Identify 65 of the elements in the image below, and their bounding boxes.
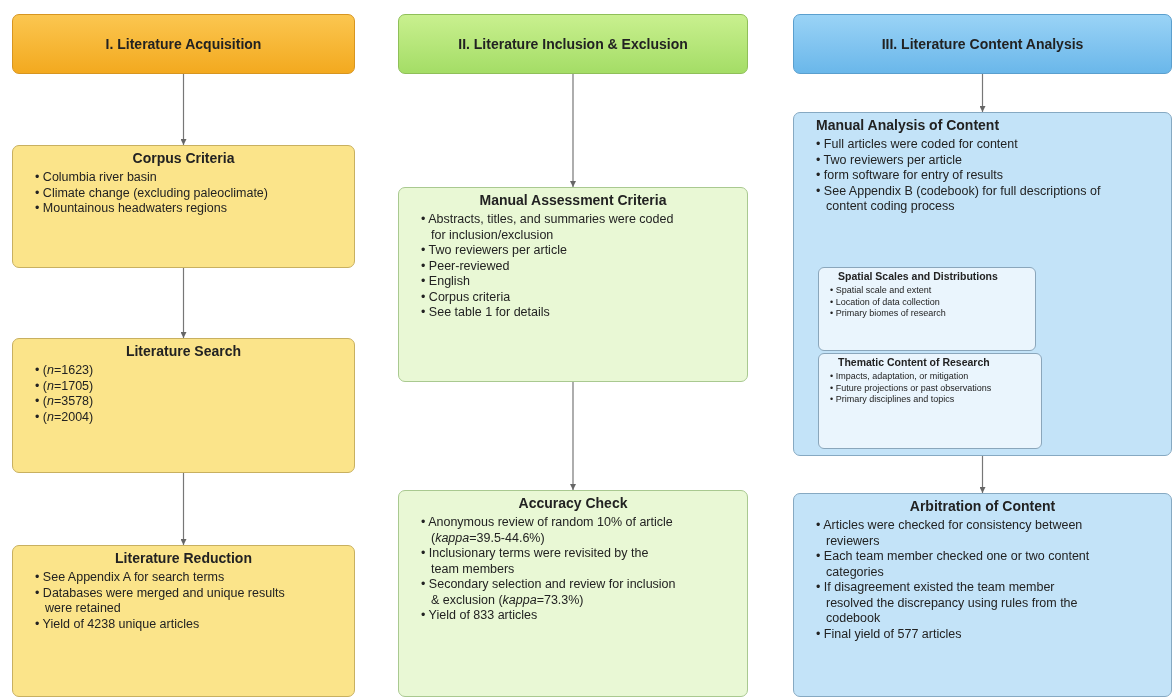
phase-title: III. Literature Content Analysis bbox=[881, 36, 1084, 52]
process-box bbox=[398, 187, 748, 382]
bullet-item: • (n=1705) bbox=[35, 378, 95, 394]
process-box bbox=[12, 338, 355, 473]
arrow bbox=[979, 73, 986, 113]
bullet-item: • (n=3578) bbox=[35, 394, 95, 410]
bullet-item: • Yield of 4238 unique articles bbox=[35, 616, 201, 632]
phase-title: I. Literature Acquisition bbox=[105, 36, 262, 52]
bullet-item: • Anonymous review of random 10% of article (kappa=39.5-44.6%) bbox=[421, 515, 674, 546]
arrow bbox=[180, 73, 187, 146]
box-heading: Manual Analysis of Content bbox=[815, 117, 1001, 133]
phase-header bbox=[398, 14, 748, 74]
bullet-item: • Climate change (excluding paleoclimate) bbox=[35, 185, 269, 201]
bullet-item: • Secondary selection and review for inclusion & exclusion (kappa=73.3%) bbox=[421, 577, 677, 608]
box-heading: Manual Assessment Criteria bbox=[478, 192, 668, 208]
box-heading: Literature Search bbox=[124, 343, 243, 359]
process-box bbox=[12, 145, 355, 268]
bullet-item: • Primary biomes of research bbox=[830, 308, 947, 320]
bullet-item: • If disagreement existed the team member resolved the discrepancy using rules from the codebook bbox=[816, 580, 1079, 627]
bullet-item: • Full articles were coded for content bbox=[816, 137, 1019, 153]
bullet-item: • Abstracts, titles, and summaries were coded for inclusion/exclusion bbox=[421, 212, 675, 243]
box-heading: Literature Reduction bbox=[114, 550, 253, 566]
process-box bbox=[793, 112, 1172, 456]
bullet-item: • Inclusionary terms were revisited by the team members bbox=[421, 546, 650, 577]
bullet-item: • (n=2004) bbox=[35, 409, 95, 425]
arrow bbox=[570, 73, 576, 188]
bullet-item: • Databases were merged and unique results were retained bbox=[35, 585, 286, 617]
bullet-item: • Two reviewers per article bbox=[421, 243, 568, 259]
process-box bbox=[793, 493, 1172, 697]
bullet-item: • Primary disciplines and topics bbox=[830, 394, 956, 406]
bullet-item: • Corpus criteria bbox=[421, 289, 512, 305]
bullet-item: • English bbox=[421, 274, 471, 290]
bullet-item: • Each team member checked one or two content categories bbox=[816, 549, 1091, 580]
arrow bbox=[180, 267, 187, 339]
sub-box bbox=[818, 267, 1036, 351]
bullet-item: • Peer-reviewed bbox=[421, 258, 511, 274]
bullet-item: • Articles were checked for consistency between reviewers bbox=[816, 518, 1084, 549]
phase-title: II. Literature Inclusion & Exclusion bbox=[458, 36, 688, 52]
bullet-item: • Future projections or past observations bbox=[830, 382, 993, 394]
process-box bbox=[398, 490, 748, 697]
box-heading: Thematic Content of Research bbox=[837, 356, 991, 368]
box-heading: Corpus Criteria bbox=[131, 150, 236, 166]
arrow bbox=[979, 455, 986, 494]
bullet-item: • (n=1623) bbox=[35, 363, 95, 379]
arrow bbox=[570, 381, 576, 491]
process-box bbox=[12, 545, 355, 697]
box-heading: Accuracy Check bbox=[517, 495, 629, 511]
bullet-item: • Yield of 833 articles bbox=[421, 608, 539, 624]
box-heading: Spatial Scales and Distributions bbox=[837, 270, 999, 282]
sub-box bbox=[818, 353, 1042, 449]
bullet-item: • Impacts, adaptation, or mitigation bbox=[830, 371, 970, 383]
box-heading: Arbitration of Content bbox=[908, 498, 1057, 514]
arrow bbox=[180, 472, 187, 546]
bullet-item: • Final yield of 577 articles bbox=[816, 626, 963, 642]
bullet-item: • See Appendix B (codebook) for full descriptions of content coding process bbox=[816, 183, 1102, 215]
bullet-item: • Columbia river basin bbox=[35, 170, 158, 186]
bullet-item: • form software for entry of results bbox=[816, 168, 1005, 184]
phase-header bbox=[12, 14, 355, 74]
bullet-item: • Location of data collection bbox=[830, 296, 941, 308]
bullet-item: • See table 1 for details bbox=[421, 305, 551, 321]
bullet-item: • Spatial scale and extent bbox=[830, 285, 933, 297]
bullet-item: • Mountainous headwaters regions bbox=[35, 201, 228, 217]
bullet-item: • Two reviewers per article bbox=[816, 152, 963, 168]
bullet-item: • See Appendix A for search terms bbox=[35, 570, 226, 586]
phase-header bbox=[793, 14, 1172, 74]
